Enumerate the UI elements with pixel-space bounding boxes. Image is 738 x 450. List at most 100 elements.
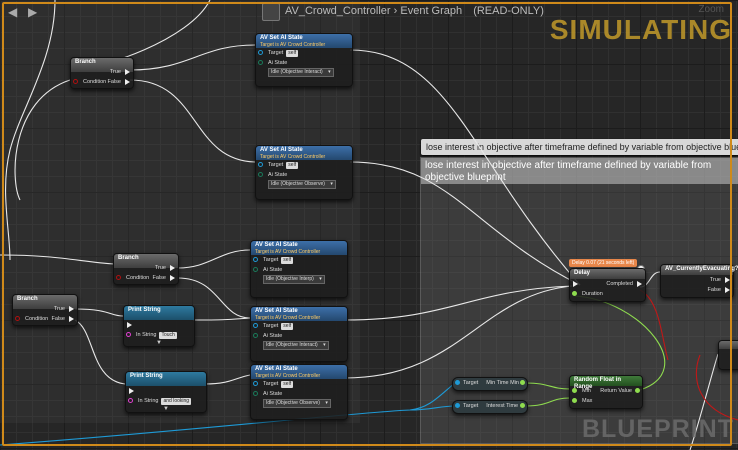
pin-label: Condition (126, 275, 150, 281)
node-title: AV Set AI State (260, 147, 303, 153)
variable-label: Min Time Min (486, 380, 519, 386)
pin-ai-state[interactable]: Ai State (256, 58, 352, 68)
pin-exec[interactable] (124, 320, 194, 330)
node-title: Branch (75, 59, 96, 65)
pin-label: Condition (83, 79, 107, 85)
ai-state-dropdown[interactable]: Idle (Objective Interact) (263, 341, 329, 350)
float-wire (525, 397, 571, 407)
pin-ai-state[interactable]: Ai State (256, 170, 352, 180)
currently-evacuating-node[interactable]: AV_CurrentlyEvacuating? True False (660, 264, 738, 298)
exec-wire (177, 277, 251, 319)
pin-label: False (707, 287, 721, 293)
ai-state-dropdown[interactable]: Idle (Objective Interp) (263, 275, 325, 284)
node-title: Delay (574, 270, 591, 276)
pin-condition[interactable]: Condition (13, 314, 52, 324)
pin-label: Min (582, 388, 591, 394)
branch-node-3[interactable]: Branch True Condition False (12, 294, 78, 326)
node-subtitle: Target is AV Crowd Controller (255, 315, 321, 321)
ai-state-dropdown[interactable]: Idle (Objective Observe) (268, 180, 336, 189)
blueprint-name[interactable]: AV_Crowd_Controller (285, 5, 391, 17)
breadcrumb: AV_Crowd_Controller › Event Graph (READ-… (285, 5, 544, 17)
pin-label-return: Return Value (600, 388, 632, 394)
pin-false[interactable]: False (661, 285, 733, 295)
exec-wire (129, 79, 256, 163)
pin-label: Ai State (268, 60, 288, 66)
pin-min[interactable]: Min Return Value (570, 386, 642, 396)
pin-label: False (51, 316, 65, 322)
pin-label: In String (136, 332, 157, 338)
exec-wire (344, 285, 573, 379)
branch-node-1[interactable]: Branch True Condition False (70, 57, 134, 89)
pin-max[interactable]: Max (570, 396, 642, 406)
self-field: self (281, 381, 294, 388)
exec-wire (74, 319, 126, 385)
exec-wire (204, 374, 251, 385)
in-string-field[interactable]: and looking (161, 398, 192, 405)
expand-arrow-icon[interactable]: ▼ (163, 406, 169, 412)
arrow-right-icon[interactable]: ▶ (28, 5, 38, 19)
expand-arrow-icon[interactable]: ▼ (156, 340, 162, 346)
pin-duration[interactable]: Duration (570, 289, 645, 299)
node-title: Print String (130, 373, 163, 379)
pin-completed[interactable]: Completed (570, 279, 645, 289)
pin-true[interactable]: True (661, 275, 733, 285)
pin-ai-state[interactable]: Ai State (251, 331, 347, 341)
pin-label: Target (268, 50, 284, 56)
pin-true[interactable]: True (106, 67, 133, 77)
exec-wire (344, 285, 573, 321)
pin-label: Max (582, 398, 593, 404)
pin-false[interactable]: False (149, 273, 178, 283)
pin-label: Ai State (263, 267, 283, 273)
pin-ai-state[interactable]: Ai State (251, 389, 347, 399)
node-subtitle: Target is AV Crowd Controller (255, 373, 321, 379)
comment-bubble: lose interest in objective after timefra… (421, 139, 738, 155)
pin-true[interactable]: True (50, 304, 77, 314)
ai-state-dropdown[interactable]: Idle (Objective Interact) (268, 68, 334, 77)
pin-exec[interactable] (126, 386, 206, 396)
exec-wire (74, 308, 124, 317)
pin-label: Ai State (263, 391, 283, 397)
in-string-field[interactable]: Touch (159, 332, 177, 339)
node-subtitle: Target is AV Crowd Controller (255, 249, 321, 255)
arrow-left-icon[interactable]: ◀ (8, 5, 18, 19)
enum-wire (695, 354, 738, 421)
graph-name[interactable]: Event Graph (400, 5, 463, 17)
exec-wire (689, 353, 719, 450)
offscreen-node[interactable] (718, 340, 738, 370)
pin-false[interactable]: False (48, 314, 77, 324)
exec-wire (177, 249, 251, 269)
pin-condition[interactable]: Condition (71, 77, 110, 87)
ai-state-dropdown[interactable]: Idle (Objective Observe) (263, 399, 331, 408)
comment-header[interactable]: lose interest in objective after timefra… (421, 158, 738, 184)
node-title: AV Set AI State (255, 366, 298, 372)
branch-node-2[interactable]: Branch True Condition False (113, 253, 179, 285)
delay-node[interactable]: Delay Completed Duration (569, 268, 646, 302)
exec-wire (129, 44, 256, 71)
pin-true[interactable]: True (151, 263, 178, 273)
float-wire (525, 382, 571, 390)
pin-condition[interactable]: Condition (114, 273, 153, 283)
pin-ai-state[interactable]: Ai State (251, 265, 347, 275)
pin-label: Condition (25, 316, 49, 322)
pin-label: Ai State (268, 172, 288, 178)
pin-false[interactable]: False (104, 77, 133, 87)
pin-label: False (107, 79, 121, 85)
